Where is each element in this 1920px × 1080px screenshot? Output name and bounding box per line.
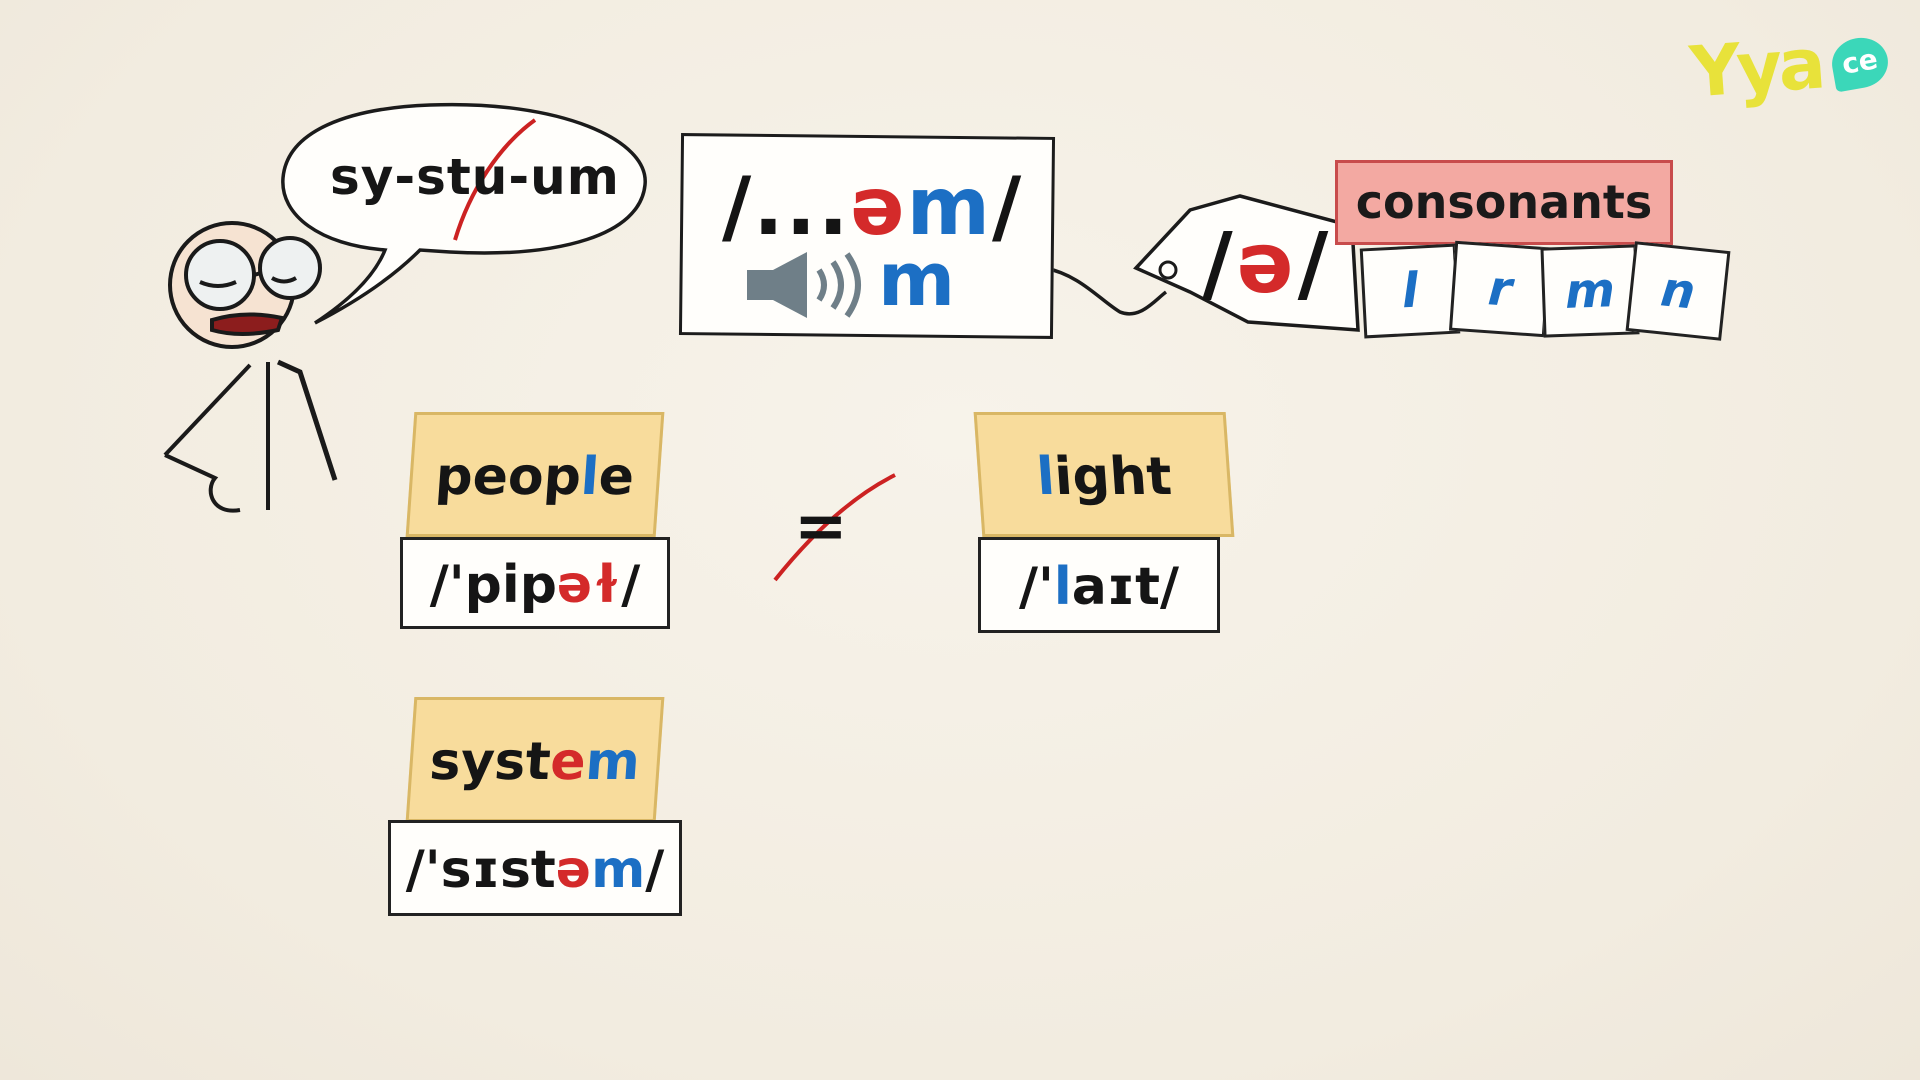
word-system-before: syst: [427, 732, 553, 792]
schwa-tag-text: /ə/: [1202, 215, 1332, 311]
pron-schwa: ə: [850, 160, 907, 253]
ipa-light-before: /': [1018, 557, 1054, 617]
word-people-before: peop: [433, 447, 584, 507]
schwa-slash-close: /: [1297, 214, 1333, 312]
consonant-tile-n: n: [1625, 241, 1731, 341]
ipa-card-light: /'laɪt/: [978, 537, 1220, 633]
not-equal-strike: [773, 473, 896, 582]
word-people-after: e: [596, 447, 637, 507]
ipa-light-highlight: l: [1053, 557, 1072, 617]
pron-m: m: [906, 160, 993, 253]
consonant-tile-m: m: [1540, 244, 1640, 338]
ipa-system-highlight-m: m: [591, 840, 646, 900]
word-card-people: people: [405, 412, 665, 537]
schwa-tag-shape: [1133, 194, 1360, 332]
character-illustration: [163, 221, 338, 513]
rope-line: [1044, 266, 1168, 316]
word-light-after: ight: [1052, 447, 1174, 507]
ipa-card-people: /'pipəɫ/: [400, 537, 670, 629]
consonant-tile-l: l: [1359, 243, 1461, 339]
speech-part-before: sy-st: [330, 148, 472, 206]
ipa-system-before: /'sɪst: [405, 840, 556, 900]
word-card-light: light: [973, 412, 1235, 537]
not-equal-sign: =: [794, 490, 848, 564]
ipa-people-after: /: [621, 555, 641, 615]
speech-text: sy-stu-um: [330, 148, 620, 206]
pron-slash-open: /...: [722, 160, 851, 253]
pron-slash-close: /: [992, 160, 1024, 253]
schwa-symbol: ə: [1236, 214, 1298, 312]
ipa-system-highlight-schwa: ə: [555, 840, 592, 900]
strike-slash-icon: [453, 118, 537, 241]
ipa-card-system: /'sɪstəm/: [388, 820, 682, 916]
consonant-tile-r: r: [1448, 240, 1552, 338]
ipa-system-after: /: [645, 840, 665, 900]
speech-crossed-letter: u: [471, 148, 509, 206]
schwa-slash-open: /: [1202, 214, 1237, 312]
pronunciation-line: /...əm/: [722, 162, 1023, 252]
consonants-label: consonants: [1355, 175, 1653, 229]
word-card-system: system: [405, 697, 665, 822]
word-system-highlight-m: m: [583, 732, 642, 792]
speaker-icon: [747, 252, 861, 318]
word-system-highlight-e: e: [548, 732, 588, 792]
ipa-light-after: aɪt/: [1071, 557, 1180, 617]
speech-part-after: -um: [508, 148, 620, 206]
pron-sound-letter: m: [878, 237, 956, 323]
ipa-people-highlight: əɫ: [556, 555, 622, 615]
ipa-people-before: /'pip: [429, 555, 557, 615]
